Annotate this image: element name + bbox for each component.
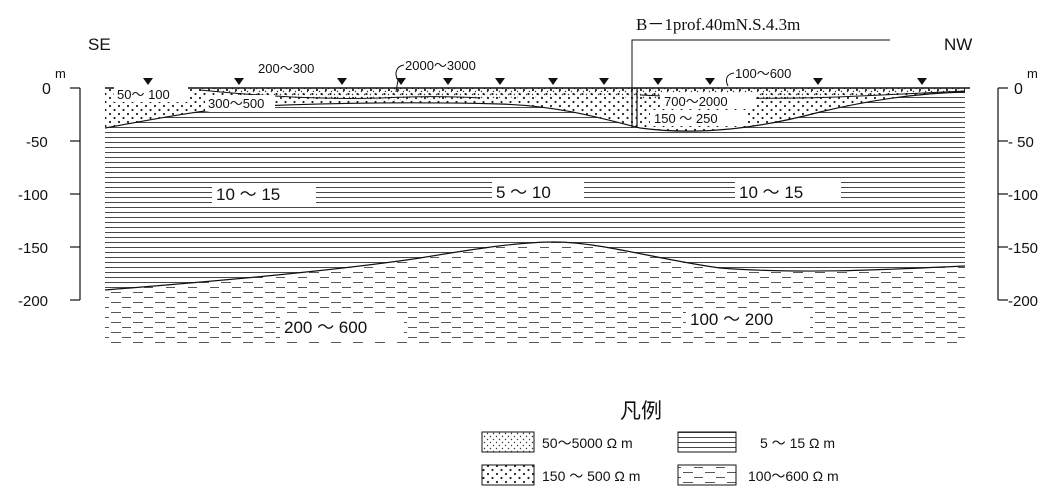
label-100-200: 100 ～ 200: [690, 310, 773, 329]
legend-label-100-600: 100～600 Ω m: [748, 468, 839, 484]
legend: 凡例 50～5000 Ω m 5 ～ 15 Ω m 150 ～ 500 Ω m …: [481, 399, 839, 486]
station-marker: [653, 78, 663, 85]
label-5-10: 5 ～ 10: [496, 183, 551, 202]
station-marker: [337, 78, 347, 85]
borehole-label: B－1prof.40mN.S.4.3m: [636, 15, 800, 34]
label-150-250: 150 ～ 250: [654, 111, 718, 126]
boundary-deep-top: [104, 241, 966, 291]
legend-label-150-500: 150 ～ 500 Ω m: [542, 468, 640, 484]
right-tick-0: 0: [1014, 81, 1023, 98]
right-tick-50: - 50: [1008, 134, 1034, 151]
direction-nw: NW: [944, 35, 972, 54]
right-depth-axis: [997, 87, 1008, 301]
station-marker: [443, 78, 453, 85]
legend-swatch-dashes: [677, 464, 737, 486]
station-marker: [813, 78, 823, 85]
left-depth-axis: [70, 87, 81, 301]
station-marker: [234, 78, 244, 85]
label-2000-3000: 2000～3000: [405, 58, 476, 73]
station-marker: [599, 78, 609, 85]
direction-se: SE: [88, 35, 111, 54]
left-tick-0: 0: [42, 81, 51, 98]
station-marker: [396, 78, 406, 85]
label-10-15-left: 10 ～ 15: [216, 185, 280, 204]
legend-label-50-5000: 50～5000 Ω m: [542, 435, 633, 451]
label-100-600-leader: [725, 72, 735, 87]
legend-swatch-coarse-dots: [481, 464, 535, 486]
layer-labels: 10 ～ 15 5 ～ 10 10 ～ 15 200 ～ 600 100 ～ 2…: [212, 182, 841, 338]
right-tick-100: -100: [1008, 187, 1038, 204]
label-2000-3000-leader: [395, 64, 405, 93]
station-marker: [143, 78, 153, 85]
legend-swatch-fine-dots: [481, 431, 535, 453]
surface-labels: 50～ 100 200～300 2000～3000 300～500 100～60…: [114, 58, 791, 126]
label-50-100: 50～ 100: [117, 87, 170, 102]
station-marker: [917, 78, 927, 85]
boundary-inner-left: [199, 89, 481, 100]
right-tick-150: -150: [1008, 240, 1038, 257]
station-marker: [548, 78, 558, 85]
label-200-300: 200～300: [258, 61, 314, 76]
station-marker: [705, 78, 715, 85]
label-200-600: 200 ～ 600: [284, 318, 367, 337]
label-100-600: 100～600: [735, 66, 791, 81]
left-tick-200: -200: [18, 293, 48, 310]
legend-title: 凡例: [620, 399, 662, 423]
left-tick-50: -50: [26, 134, 48, 151]
left-tick-150: -150: [18, 240, 48, 257]
right-depth-unit: m: [1027, 66, 1038, 81]
label-700-2000: 700～2000: [664, 94, 728, 109]
station-marker: [495, 78, 505, 85]
label-10-15-right: 10 ～ 15: [739, 183, 803, 202]
legend-swatch-lines: [677, 431, 737, 453]
legend-label-5-15: 5 ～ 15 Ω m: [760, 435, 835, 451]
left-tick-100: -100: [18, 187, 48, 204]
station-markers: [143, 78, 927, 85]
borehole-leader: [631, 39, 890, 88]
right-tick-200: -200: [1008, 293, 1038, 310]
label-300-500: 300～500: [208, 96, 264, 111]
left-depth-unit: m: [55, 66, 66, 81]
